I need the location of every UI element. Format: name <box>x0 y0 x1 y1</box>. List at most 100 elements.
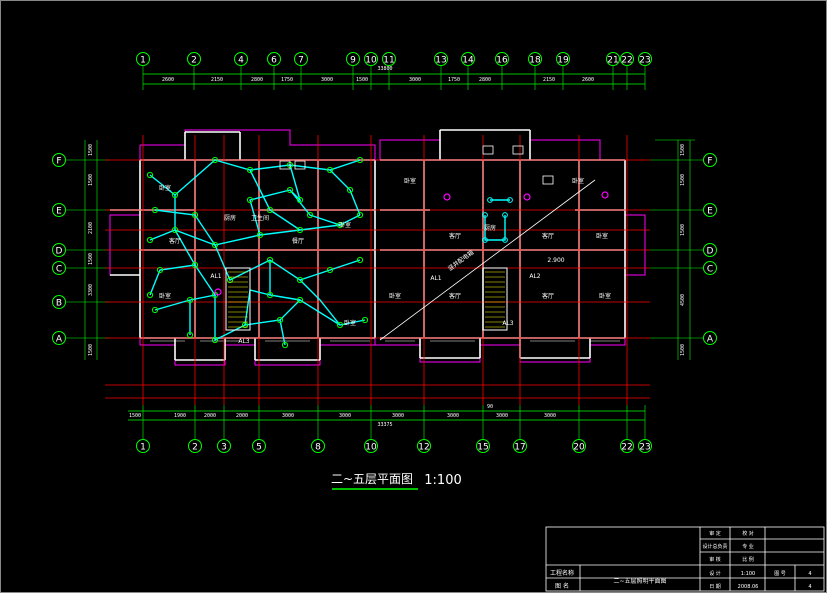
bottom-dim: 2000 <box>236 413 248 419</box>
tb-cell-8: 图 号 <box>774 571 786 577</box>
grid-label-bottom: 15 <box>477 443 488 453</box>
light-fixture-icon <box>356 211 364 219</box>
stairwell-right <box>482 267 508 331</box>
top-dim: 3000 <box>409 77 421 83</box>
date-value: 2008.06 <box>738 584 759 590</box>
grid-label-right: A <box>707 335 714 345</box>
light-fixture-icon <box>482 212 488 218</box>
light-fixture-icon <box>246 196 254 204</box>
light-fixture-icon <box>256 231 264 239</box>
light-fixture-icon <box>502 237 508 243</box>
top-dim: 3000 <box>321 77 333 83</box>
light-fixture-icon <box>146 236 154 244</box>
grid-label-bottom: 5 <box>256 443 262 453</box>
grid-label-bottom: 23 <box>639 443 650 453</box>
grid-bubble-top <box>556 52 570 66</box>
room-label: 卧室 <box>404 177 416 185</box>
grid-bubble-right <box>703 243 717 257</box>
room-label: 餐厅 <box>292 237 304 245</box>
grid-label-bottom: 12 <box>418 443 429 453</box>
light-fixture-icon <box>296 296 304 304</box>
room-label: 客厅 <box>449 292 461 300</box>
al1-left-label: AL1 <box>210 273 221 280</box>
light-fixture-icon <box>146 171 154 179</box>
bottom-total-dim: 33375 <box>377 422 392 428</box>
right-dim: 4500 <box>680 294 686 306</box>
grid-bubble-top <box>606 52 620 66</box>
top-dim: 1750 <box>281 77 293 83</box>
light-fixture-icon <box>356 156 364 164</box>
light-fixture-icon <box>186 331 194 339</box>
top-dimension-line: 33800 <box>143 66 645 85</box>
bottom-dim: 2000 <box>204 413 216 419</box>
grid-bubble-top <box>234 52 248 66</box>
grid-bubble-bottom <box>364 439 378 453</box>
light-fixture-icon <box>482 237 488 243</box>
sanitary-fixture-icon <box>482 145 494 155</box>
grid-bubble-left <box>52 203 66 217</box>
junction-box-icon <box>214 288 222 296</box>
light-fixture-icon <box>306 211 314 219</box>
wire-run <box>149 264 196 296</box>
light-fixture-icon <box>211 336 219 344</box>
grid-bubble-top <box>136 52 150 66</box>
grid-bubble-right <box>703 261 717 275</box>
grid-label-top: 14 <box>462 56 474 66</box>
bottom-dimension-line: 33375 90 <box>128 404 645 428</box>
left-dim: 1500 <box>88 144 94 156</box>
grid-label-right: D <box>707 247 714 257</box>
wire-run <box>214 244 361 281</box>
title-block <box>545 526 825 592</box>
grid-bubble-left <box>52 243 66 257</box>
grid-label-top: 13 <box>435 56 446 66</box>
junction-box-icon <box>523 193 531 201</box>
drawing-title-group: 二~五层平面图 1:100 <box>331 472 462 490</box>
room-labels: 卧室卧室客厅餐厅卧室卧室卧室卧室客厅客厅卧室卧室客厅客厅卧室厨房厨房卫生间 <box>159 177 611 327</box>
grid-bubble-bottom <box>513 439 527 453</box>
light-fixture-icon <box>226 276 234 284</box>
tb-cell-7: 比 例 <box>742 556 754 563</box>
bottom-dim: 3000 <box>392 413 404 419</box>
wire-run <box>244 289 271 326</box>
title-block-text: 工程名称 图 名 二~五层照明平面图 审 定 设计总负责 审 核 设 计 日 期… <box>550 530 812 590</box>
room-label: 客厅 <box>542 292 554 300</box>
light-fixture-icon <box>191 211 199 219</box>
tb-cell-5: 日 期 <box>709 584 721 590</box>
room-label: 厨房 <box>224 214 236 222</box>
grid-bubble-top <box>461 52 475 66</box>
light-fixture-icon <box>326 266 334 274</box>
light-fixture-icon <box>146 291 154 299</box>
grid-bubble-top <box>495 52 509 66</box>
grid-bubble-right <box>703 203 717 217</box>
bottom-dim: 3000 <box>544 413 556 419</box>
al2-label: AL2 <box>529 273 540 280</box>
grid-label-top: 2 <box>191 56 197 66</box>
bottom-dim: 3000 <box>496 413 508 419</box>
leader-line <box>379 179 596 341</box>
grid-bubble-right <box>703 331 717 345</box>
scale-value: 1:100 <box>741 571 755 577</box>
sheet-no: 4 <box>808 584 811 590</box>
room-label: 卧室 <box>339 221 351 229</box>
light-fixture-icon <box>171 191 179 199</box>
light-fixture-icon <box>326 166 334 174</box>
top-dim: 2800 <box>251 77 263 83</box>
grid-label-left: A <box>56 335 63 345</box>
left-dim: 2100 <box>88 222 94 234</box>
tb-cell-0: 审 定 <box>709 530 721 537</box>
grid-label-bottom: 17 <box>514 443 525 453</box>
grid-label-bottom: 22 <box>621 443 632 453</box>
room-label: 卫生间 <box>251 214 269 222</box>
light-fixture-icon <box>151 306 159 314</box>
wire-run <box>214 295 341 342</box>
grid-label-bottom: 8 <box>315 443 321 453</box>
grid-bubble-bottom <box>136 439 150 453</box>
grid-bubble-top <box>267 52 281 66</box>
grid-label-top: 16 <box>496 56 508 66</box>
grid-label-right: E <box>707 207 713 217</box>
